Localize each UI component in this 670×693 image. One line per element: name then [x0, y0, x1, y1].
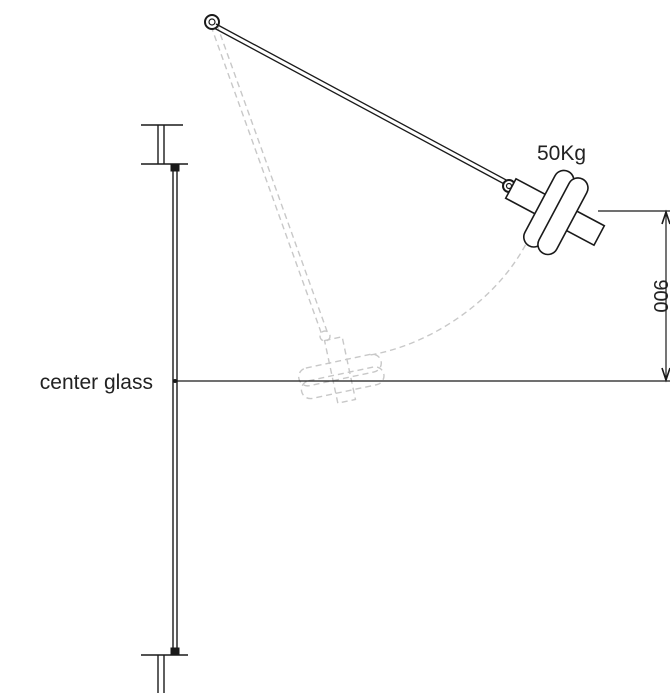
dimension-tick-top [661, 209, 670, 225]
pendulum-rest-ghost [210, 24, 531, 405]
impact-weight [504, 169, 606, 256]
ghost-cable-b [216, 24, 329, 335]
ghost-cable-a [210, 25, 323, 336]
bottom-i-beam [141, 654, 188, 693]
glass-bottom-clamp [170, 647, 180, 655]
ghost-weight-shaft [323, 335, 357, 405]
drop-height-dimension [598, 209, 670, 383]
top-i-beam [141, 124, 188, 165]
weight-label: 50Kg [537, 142, 586, 165]
pivot-pin [204, 14, 220, 30]
center-line [173, 379, 670, 383]
ghost-weight-plate-2 [300, 366, 385, 400]
dimension-label: 900 [649, 279, 670, 312]
glass-panel [170, 164, 180, 655]
pendulum-cable [213, 23, 511, 187]
ghost-shackle [319, 330, 331, 342]
ghost-swing-arc [369, 235, 531, 356]
center-glass-label: center glass [40, 371, 153, 394]
dimension-tick-bottom [661, 367, 670, 383]
weight-plate-2 [537, 177, 589, 256]
ghost-weight-plate-1 [298, 353, 382, 387]
glass-top-clamp [170, 164, 180, 172]
